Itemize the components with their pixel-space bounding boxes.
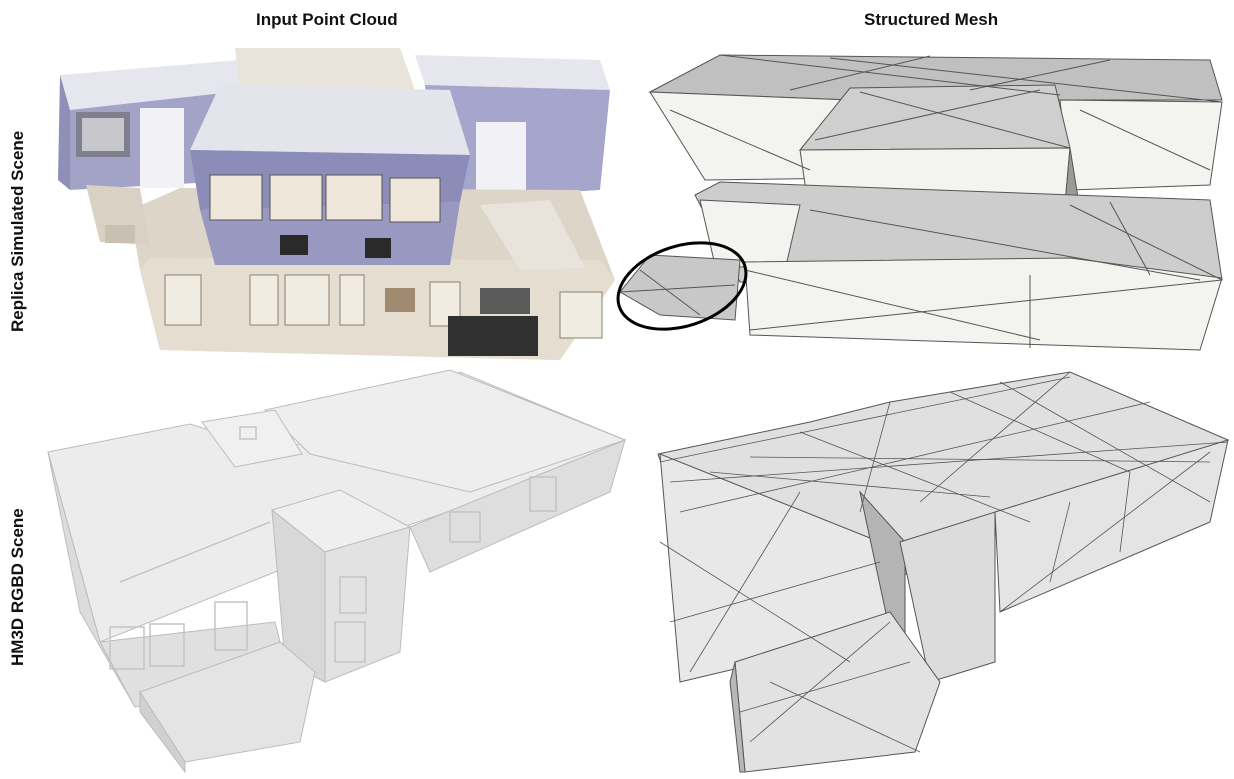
replica-point-cloud-render (40, 30, 620, 370)
hm3d-point-cloud-render (40, 362, 630, 774)
row-label-hm3d: HM3D RGBD Scene (8, 508, 27, 666)
replica-structured-mesh-render (610, 30, 1230, 370)
column-title-structured-mesh: Structured Mesh (864, 10, 999, 29)
column-title-input-point-cloud: Input Point Cloud (256, 10, 398, 29)
row-label-replica: Replica Simulated Scene (8, 130, 27, 332)
hm3d-structured-mesh-render (650, 362, 1234, 774)
